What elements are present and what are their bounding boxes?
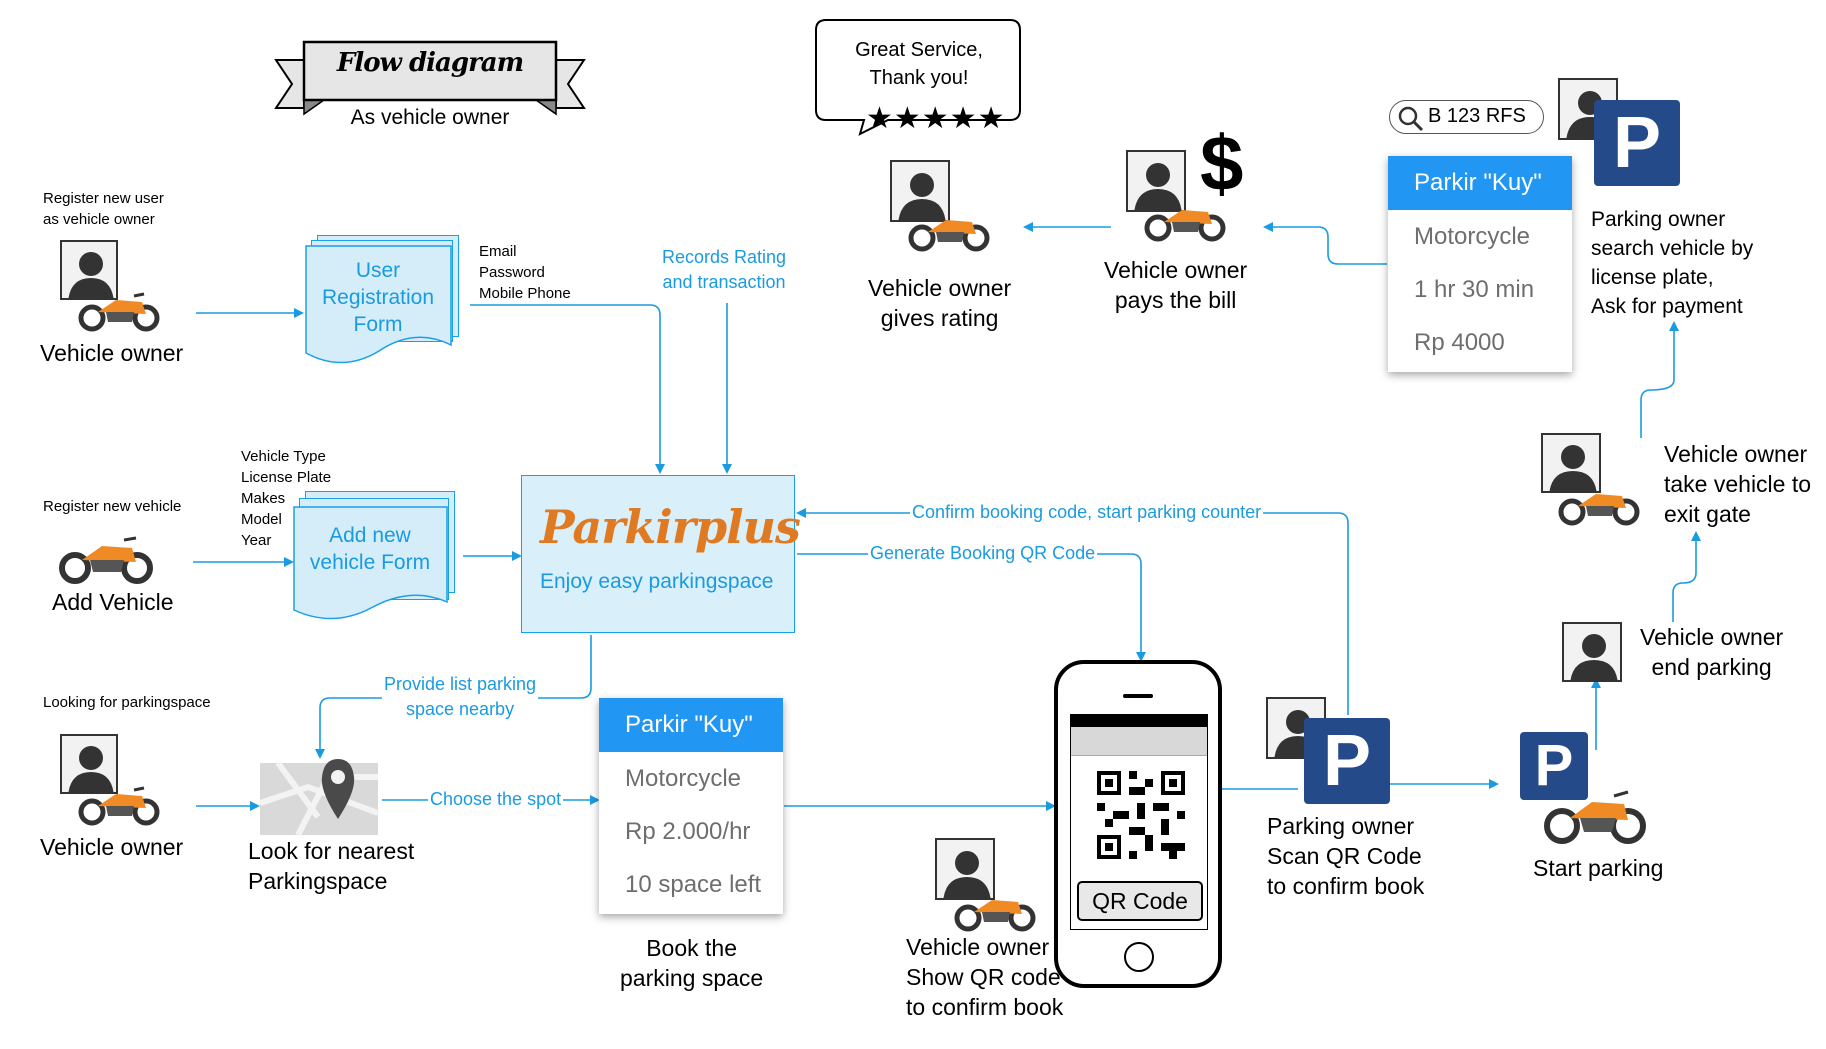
flow-arrow [796, 508, 1349, 715]
step-label: Parking owner search vehicle by license … [1591, 208, 1754, 318]
person-icon [1562, 622, 1622, 682]
person-icon [60, 734, 118, 794]
step-note: Register new vehicle [43, 498, 182, 515]
person-icon [1541, 433, 1601, 493]
flow-label: Generate Booking QR Code [868, 541, 1098, 566]
qr-code-icon [1097, 771, 1185, 859]
step-label: Vehicle owner [40, 834, 184, 860]
step-label: Add Vehicle [52, 589, 174, 615]
motorcycle-icon [78, 786, 160, 826]
dollar-icon: $ [1200, 119, 1244, 207]
home-button [1124, 942, 1154, 972]
registration-form-doc: User Registration Form [305, 235, 465, 375]
flow-arrow [1640, 321, 1679, 438]
motorcycle-icon [908, 220, 990, 252]
step-note: Looking for parkingspace [43, 694, 211, 711]
diagram-title: Flow diagram [336, 48, 524, 78]
step-label: Vehicle owner gives rating [868, 275, 1012, 331]
card-title: Parkir "Kuy" [1388, 156, 1572, 210]
card-title: Parkir "Kuy" [599, 698, 783, 752]
star-icon: ★★★★★ [866, 102, 1006, 135]
plate-text: B 123 RFS [1428, 105, 1526, 127]
app-name: Parkirplus [540, 500, 801, 554]
form-label: User Registration Form [321, 259, 435, 336]
parking-sign-icon: P [1594, 100, 1680, 186]
motorcycle-icon [78, 292, 160, 332]
bill-card[interactable]: Parkir "Kuy" Motorcycle 1 hr 30 min Rp 4… [1388, 156, 1572, 372]
person-icon [1126, 150, 1186, 212]
flow-arrow [1672, 531, 1701, 622]
booking-card[interactable]: Parkir "Kuy" Motorcycle Rp 2.000/hr 10 s… [599, 698, 783, 914]
form-label: Add new vehicle Form [309, 524, 431, 574]
flow-label: Provide list parking space nearby [382, 672, 539, 722]
motorcycle-icon [1558, 494, 1640, 526]
card-vehicle: Motorcycle [1414, 223, 1531, 250]
step-label: Vehicle owner Show QR code to confirm bo… [906, 934, 1064, 1020]
form-fields: Vehicle Type License Plate Makes Model Y… [241, 448, 332, 549]
app-tagline: Enjoy easy parkingspace [540, 570, 774, 593]
person-icon [60, 240, 118, 300]
card-duration: 1 hr 30 min [1414, 276, 1535, 303]
diagram-subtitle: As vehicle owner [350, 106, 510, 129]
motorcycle-icon [59, 536, 153, 584]
vehicle-form-doc: Add new vehicle Form [293, 491, 463, 626]
card-rate: Rp 2.000/hr [625, 818, 751, 845]
step-note: Register new user as vehicle owner [43, 190, 164, 228]
card-spaces: 10 space left [625, 871, 762, 898]
flow-label: Confirm booking code, start parking coun… [910, 500, 1264, 525]
flow-arrow [797, 553, 1146, 662]
person-icon [935, 838, 995, 900]
parking-sign-icon: P [1304, 718, 1390, 804]
speech-text: Great Service, Thank you! [855, 39, 983, 89]
flow-arrow [470, 304, 665, 474]
app-box: Parkirplus Enjoy easy parkingspace [521, 475, 801, 633]
form-fields: Email Password Mobile Phone [479, 243, 571, 302]
step-label: Book the parking space [620, 935, 764, 991]
step-label: Vehicle owner end parking [1640, 624, 1784, 680]
step-label: Vehicle owner pays the bill [1104, 257, 1248, 313]
flow-label: Choose the spot [428, 787, 564, 812]
flow-arrow [1263, 222, 1387, 265]
person-icon [890, 160, 950, 222]
search-icon [1398, 106, 1424, 132]
card-amount: Rp 4000 [1414, 329, 1505, 356]
motorcycle-icon [954, 900, 1036, 932]
plate-search-box[interactable]: B 123 RFS [1389, 100, 1544, 134]
parking-sign-icon: P [1520, 732, 1588, 800]
speech-bubble [815, 19, 1021, 136]
flow-label: Records Rating and transaction [660, 245, 789, 295]
step-label: Look for nearest Parkingspace [248, 838, 415, 894]
qr-code-button[interactable]: QR Code [1077, 881, 1203, 921]
motorcycle-icon [1544, 790, 1646, 844]
map-pin-icon [259, 759, 380, 837]
step-label: Parking owner Scan QR Code to confirm bo… [1267, 813, 1425, 899]
motorcycle-icon [1144, 210, 1226, 242]
phone-icon: QR Code [1054, 660, 1222, 988]
card-vehicle: Motorcycle [625, 765, 742, 792]
step-label: Vehicle owner [40, 340, 184, 366]
step-label: Vehicle owner take vehicle to exit gate [1664, 441, 1812, 527]
title-ribbon [274, 40, 586, 116]
step-label: Start parking [1533, 855, 1664, 881]
